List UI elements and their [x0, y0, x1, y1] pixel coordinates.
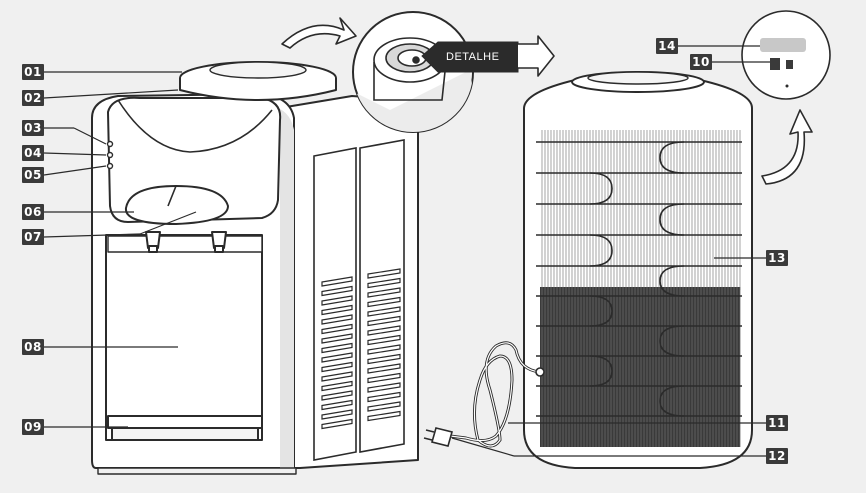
callout-07: 07	[22, 229, 44, 245]
callout-03: 03	[22, 120, 44, 136]
callout-08: 08	[22, 339, 44, 355]
detail-curved-arrow	[281, 17, 357, 49]
faucet-window	[125, 185, 229, 225]
indicator-light-3	[106, 162, 114, 170]
callout-05: 05	[22, 167, 44, 183]
callout-14: 14	[656, 38, 678, 54]
label-zoom-inset	[741, 10, 831, 100]
power-cord	[449, 341, 545, 448]
faucet-right	[211, 231, 227, 253]
power-plug	[423, 427, 453, 447]
drip-tray	[107, 415, 263, 441]
dispenser-back-view	[523, 71, 753, 469]
zoom-curved-arrow	[761, 109, 813, 185]
faucet-left	[145, 231, 161, 253]
rating-label-blurred	[760, 38, 806, 52]
callout-04: 04	[22, 145, 44, 161]
dispenser-recess	[105, 234, 263, 441]
callout-02: 02	[22, 90, 44, 106]
callout-09: 09	[22, 419, 44, 435]
indicator-light-2	[106, 151, 114, 159]
leader-lines	[43, 45, 770, 457]
callout-10: 10	[690, 54, 712, 70]
callout-06: 06	[22, 204, 44, 220]
callout-11: 11	[766, 415, 788, 431]
indicator-light-1	[106, 140, 114, 148]
callout-13: 13	[766, 250, 788, 266]
callout-01: 01	[22, 64, 44, 80]
callout-12: 12	[766, 448, 788, 464]
side-vents	[313, 139, 405, 461]
detail-label: DETALHE	[446, 51, 500, 63]
